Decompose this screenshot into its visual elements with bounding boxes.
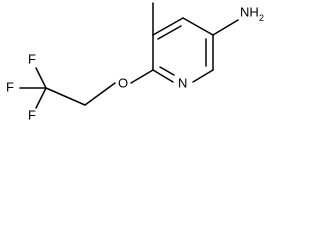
atom-label-fluorine-bottom: F: [28, 107, 36, 122]
amine-group: NH 2: [240, 4, 264, 23]
bond-oxygen-ch2: [84, 82, 116, 106]
bond-cf3-f-bottom: [35, 87, 47, 109]
bond-c4-c5: [152, 17, 184, 36]
pyridine-ring: [152, 17, 214, 83]
bond-c4-c5-inner: [157, 25, 182, 40]
atom-label-amine-subscript: 2: [259, 13, 264, 23]
atom-label-fluorine-top: F: [28, 51, 36, 66]
bond-c6-n1-inner: [159, 66, 175, 76]
atom-label-amine: NH: [240, 4, 259, 19]
atom-label-ether-oxygen: O: [118, 75, 128, 90]
bond-cf3-f-top: [35, 67, 47, 89]
chemical-structure-diagram: NH 2 N O F F F: [6, 2, 264, 122]
bond-c3-amine: [212, 19, 239, 36]
bond-ch2-cf3: [45, 87, 86, 106]
bond-c3-c4: [182, 17, 214, 36]
bond-n1-c2: [192, 69, 214, 83]
bond-c6-oxygen: [130, 69, 154, 84]
atom-label-ring-nitrogen: N: [178, 75, 187, 90]
atom-label-fluorine-left: F: [6, 79, 14, 94]
bond-c6-n1: [152, 69, 174, 83]
